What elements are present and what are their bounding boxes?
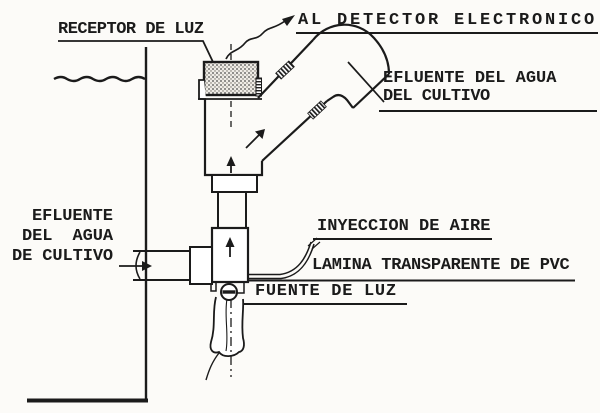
label-receptor-de-luz: RECEPTOR DE LUZ — [58, 20, 204, 39]
hanging-thread — [205, 352, 220, 381]
receptor-underline — [58, 40, 214, 63]
pvc-sheet-drape — [209, 296, 245, 358]
inlet-coupling — [189, 246, 213, 285]
chamber-flow-up-arrow-icon — [226, 156, 236, 173]
label-efluente-agua-cultivo-right-line2: DEL CULTIVO — [383, 87, 490, 106]
efluente-right-leader — [347, 61, 385, 103]
elbow-inner-corner — [326, 93, 354, 109]
label-efluente-agua-cultivo-left-line1: EFLUENTE — [32, 207, 113, 226]
cap-right-hatch — [255, 77, 262, 97]
diagonal-flow-arrow-icon — [245, 129, 265, 149]
water-surface-line — [53, 75, 146, 83]
pipe-union-hatch-lower — [307, 100, 327, 120]
label-al-detector-electronico: AL DETECTOR ELECTRONICO — [298, 11, 598, 30]
chamber-coupling — [211, 174, 258, 193]
label-efluente-agua-cultivo-left-line3: DE CULTIVO — [12, 247, 114, 266]
elbow-pipe — [312, 23, 391, 109]
label-efluente-agua-cultivo-right-line1: EFLUENTE DEL AGUA — [383, 69, 557, 88]
air-injection-tube — [246, 237, 321, 280]
lamp-bracket — [210, 283, 245, 294]
chamber-body — [203, 39, 328, 177]
pipe-union-hatch-upper — [275, 60, 295, 80]
label-inyeccion-de-aire: INYECCION DE AIRE — [317, 217, 491, 236]
inlet-flow-arrow-icon — [119, 261, 152, 271]
label-efluente-agua-cultivo-left-line2: DEL AGUA — [22, 227, 113, 246]
label-leader-lines — [58, 32, 598, 305]
vertical-pipe — [217, 192, 247, 228]
elbow-opening-face — [352, 73, 390, 109]
junction-flow-up-arrow-icon — [225, 237, 235, 257]
light-receptor-cap — [198, 60, 262, 100]
label-fuente-de-luz: FUENTE DE LUZ — [255, 282, 397, 301]
drape-fold-line — [225, 298, 228, 352]
label-lamina-transparente-de-pvc: LAMINA TRANSPARENTE DE PVC — [312, 256, 570, 275]
light-source-icon — [220, 283, 238, 301]
to-detector-arrow-icon — [225, 15, 295, 60]
